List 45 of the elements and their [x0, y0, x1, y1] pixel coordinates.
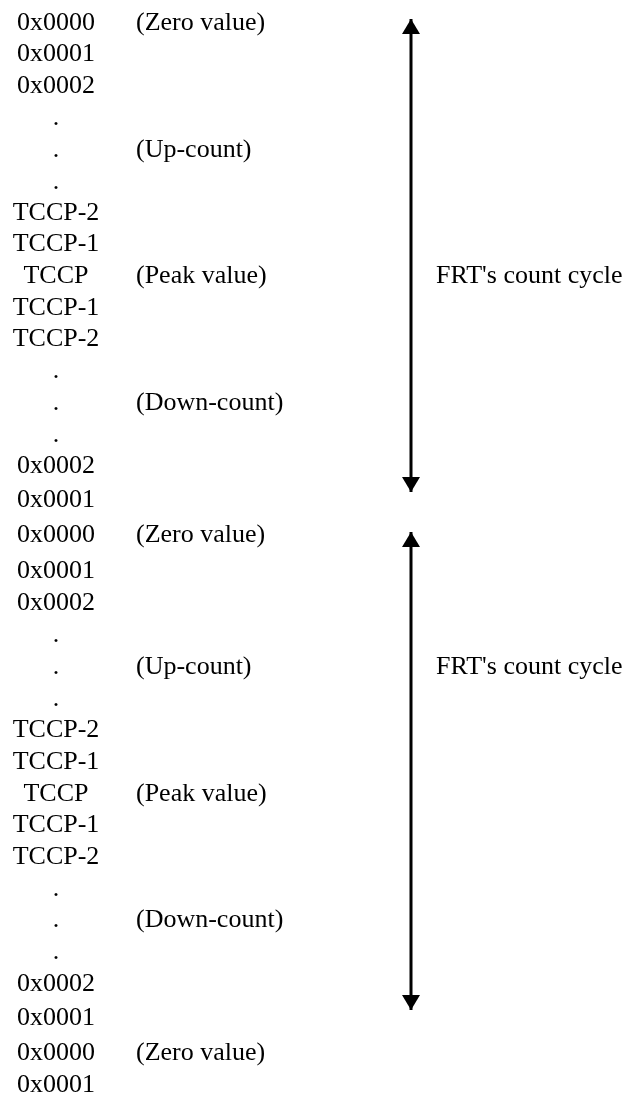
count-value: TCCP-2: [12, 197, 100, 227]
ellipsis-dot: .: [52, 651, 60, 681]
count-value: 0x0000: [17, 7, 95, 37]
count-phase-note: (Down-count): [136, 904, 284, 934]
ellipsis-dot: .: [52, 936, 60, 966]
count-value: 0x0000: [17, 519, 95, 549]
count-value: TCCP-2: [12, 714, 100, 744]
ellipsis-dot: .: [52, 134, 60, 164]
ellipsis-dot: .: [52, 683, 60, 713]
ellipsis-dot: .: [52, 904, 60, 934]
count-phase-note: (Peak value): [136, 778, 267, 808]
count-value: 0x0002: [17, 587, 95, 617]
cycle-label: FRT's count cycle: [436, 651, 623, 681]
count-phase-note: (Zero value): [136, 7, 266, 37]
count-value: 0x0001: [17, 1069, 95, 1099]
count-phase-note: (Up-count): [136, 134, 252, 164]
ellipsis-dot: .: [52, 166, 60, 196]
count-value: TCCP-1: [12, 746, 100, 776]
count-value: 0x0001: [17, 38, 95, 68]
count-value: 0x0000: [17, 1037, 95, 1067]
count-phase-note: (Up-count): [136, 651, 252, 681]
count-phase-note: (Down-count): [136, 387, 284, 417]
ellipsis-dot: .: [52, 387, 60, 417]
count-value: 0x0001: [17, 1002, 95, 1032]
count-value: 0x0002: [17, 70, 95, 100]
count-value: 0x0001: [17, 484, 95, 514]
ellipsis-dot: .: [52, 619, 60, 649]
ellipsis-dot: .: [52, 102, 60, 132]
cycle-label: FRT's count cycle: [436, 260, 623, 290]
count-value: TCCP: [23, 778, 89, 808]
count-phase-note: (Zero value): [136, 1037, 266, 1067]
count-value: TCCP-1: [12, 228, 100, 258]
count-phase-note: (Peak value): [136, 260, 267, 290]
ellipsis-dot: .: [52, 873, 60, 903]
count-value: TCCP-2: [12, 323, 100, 353]
count-value: TCCP: [23, 260, 89, 290]
count-value: 0x0001: [17, 555, 95, 585]
count-value: TCCP-2: [12, 841, 100, 871]
count-value: 0x0002: [17, 450, 95, 480]
ellipsis-dot: .: [52, 419, 60, 449]
count-value: TCCP-1: [12, 292, 100, 322]
count-value: TCCP-1: [12, 809, 100, 839]
count-phase-note: (Zero value): [136, 519, 266, 549]
ellipsis-dot: .: [52, 355, 60, 385]
count-value: 0x0002: [17, 968, 95, 998]
